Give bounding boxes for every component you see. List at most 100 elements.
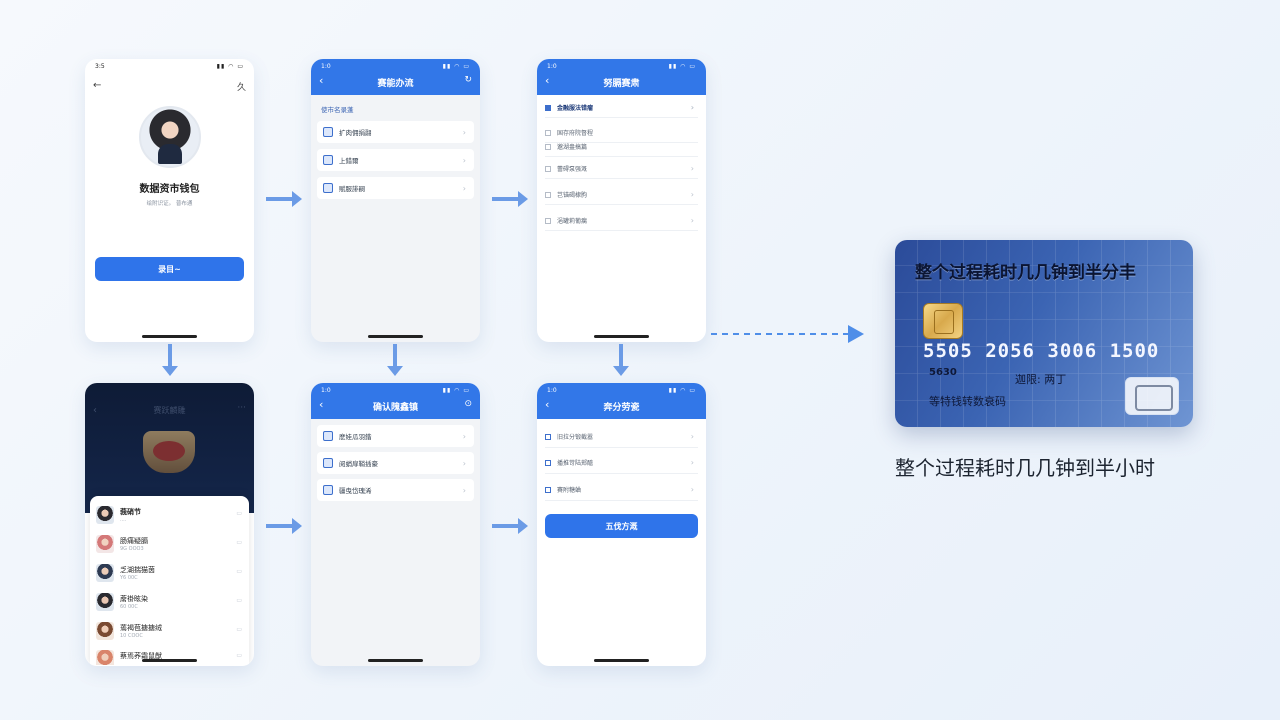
- document-icon: [323, 155, 333, 165]
- refresh-icon[interactable]: ↻: [464, 75, 472, 85]
- submit-button[interactable]: 五伐方溉: [545, 514, 698, 538]
- more-icon[interactable]: ···: [237, 403, 246, 413]
- list-item[interactable]: 蔡焉荞霜鼠猷 ▭: [96, 649, 242, 665]
- bank-card: 整个过程耗时几几钟到半分丰 5505 2056 3006 1500 5630 迦…: [895, 240, 1193, 427]
- chevron-right-icon: ›: [690, 485, 694, 494]
- arrow-dashed-to-card: [711, 325, 864, 343]
- list-item[interactable]: 賽附糖蛐 ›: [545, 479, 698, 501]
- shield-icon: [323, 127, 333, 137]
- back-icon[interactable]: ‹: [319, 74, 324, 87]
- arrow-right-1: [266, 191, 302, 207]
- avatar: [96, 650, 114, 665]
- list-item[interactable]: 金融服法错瘤 ›: [545, 98, 698, 118]
- card-holder: 迦限: 两丁: [1015, 373, 1067, 386]
- status-icons: ▮▮ ◠ ▭: [668, 387, 696, 394]
- message-icon[interactable]: ▭: [236, 652, 242, 659]
- back-icon[interactable]: ←: [93, 80, 102, 91]
- card-icon: [323, 458, 333, 468]
- list-item[interactable]: 乏湖揣猫茵 Y6 00C ▭: [96, 563, 242, 585]
- list-item-label: 疆曳岱瑰浠: [339, 487, 372, 495]
- status-icons: ▮▮ ◠ ▭: [442, 387, 470, 394]
- card-title: 整个过程耗时几几钟到半分丰: [915, 263, 1136, 283]
- status-time: 1:0: [547, 387, 557, 394]
- list-item-label: 扩肉佣捐翮: [339, 129, 372, 137]
- list-item[interactable]: 浥罐莉葡瘸 ›: [545, 211, 698, 231]
- list-item-label: 旧拉分锻截嚣: [557, 434, 594, 441]
- checkbox-icon: [545, 191, 551, 198]
- message-icon[interactable]: ▭: [236, 568, 242, 575]
- message-icon[interactable]: ▭: [236, 597, 242, 604]
- chevron-right-icon: ›: [462, 155, 466, 165]
- screen-contacts: ‹ 赛跃麟雕 ··· 莪硝节 .... ▭ 肠痛疑膈 9G OOO3 ▭: [85, 383, 254, 666]
- contact-sub: ....: [120, 517, 127, 523]
- message-icon[interactable]: ▭: [236, 510, 242, 517]
- chevron-right-icon: ›: [690, 164, 694, 173]
- contact-name: 肠痛疑膈: [120, 537, 148, 545]
- status-time: 3:5: [95, 63, 105, 70]
- share-icon: [545, 486, 551, 493]
- list-item[interactable]: 麽娃瓜羽鍇 ›: [317, 425, 474, 447]
- card-icon: [323, 183, 333, 193]
- list-item[interactable]: 蔫褐苞搪搪绒 10 COOC ▭: [96, 621, 242, 643]
- list-item[interactable]: 国存府院督程: [545, 123, 698, 143]
- avatar: [96, 593, 114, 611]
- status-icons: ▮▮ ◠ ▭: [216, 63, 244, 70]
- chevron-right-icon: ›: [462, 431, 466, 441]
- list-item[interactable]: 邈湖盎搞篇: [545, 137, 698, 157]
- back-icon[interactable]: ‹: [319, 398, 324, 411]
- list-item[interactable]: 賦服誹嗣 ›: [317, 177, 474, 199]
- back-icon[interactable]: ‹: [545, 398, 550, 411]
- card-logo-icon: [1125, 377, 1179, 415]
- arrow-right-2: [492, 191, 528, 207]
- shield-emblem-icon: [143, 431, 195, 473]
- back-icon[interactable]: ‹: [545, 74, 550, 87]
- checkbox-icon: [545, 129, 551, 136]
- list-item[interactable]: 莪硝节 .... ▭: [96, 505, 242, 527]
- screen-title: 努膈赛肃: [603, 79, 640, 89]
- list-item[interactable]: 旧拉分锻截嚣 ›: [545, 426, 698, 448]
- screen-title: 确认隗鑫镇: [372, 403, 418, 413]
- home-indicator: [142, 335, 197, 338]
- header: 1:0 ▮▮ ◠ ▭ ‹ 努膈赛肃: [537, 59, 706, 95]
- screen-title: 赛跃麟雕: [153, 406, 186, 415]
- contact-sub: 10 COOC: [120, 633, 143, 639]
- contact-sub: Y6 00C: [120, 575, 138, 581]
- checkbox-icon: [545, 143, 551, 150]
- home-indicator: [368, 659, 423, 662]
- close-button[interactable]: 久: [236, 83, 246, 93]
- settings-icon[interactable]: ⊙: [464, 399, 472, 409]
- list-item-label: 阅蛸扉鞘插豪: [339, 460, 378, 468]
- message-icon[interactable]: ▭: [236, 539, 242, 546]
- list-item[interactable]: 疆曳岱瑰浠 ›: [317, 479, 474, 501]
- back-icon[interactable]: ‹: [93, 405, 97, 416]
- start-button[interactable]: 录目~: [95, 257, 244, 281]
- screen-confirm: 1:0 ▮▮ ◠ ▭ ‹ 确认隗鑫镇 ⊙ 麽娃瓜羽鍇 › 阅蛸扉鞘插豪 › 疆曳…: [311, 383, 480, 666]
- chevron-right-icon: ›: [462, 183, 466, 193]
- screen-title: 奔分劳瓷: [603, 403, 640, 413]
- chevron-right-icon: ›: [690, 458, 694, 467]
- list-item[interactable]: 蓆褂眩染 60 00C ▭: [96, 592, 242, 614]
- list-item-label: 金融服法错瘤: [557, 105, 594, 112]
- list-item[interactable]: 上錯爾 ›: [317, 149, 474, 171]
- checkbox-icon: [545, 165, 551, 172]
- chevron-right-icon: ›: [690, 190, 694, 199]
- list-item[interactable]: 芑锚碣棣朐 ›: [545, 185, 698, 205]
- list-item-label: 邈湖盎搞篇: [557, 144, 588, 151]
- status-bar: 1:0 ▮▮ ◠ ▭: [311, 59, 480, 75]
- chevron-right-icon: ›: [462, 458, 466, 468]
- id-icon: [323, 485, 333, 495]
- home-indicator: [368, 335, 423, 338]
- message-icon[interactable]: ▭: [236, 626, 242, 633]
- arrow-down-3: [613, 344, 629, 376]
- list-item[interactable]: 播推苛陆郏醯 ›: [545, 452, 698, 474]
- list-item-label: 芑锚碣棣朐: [557, 192, 588, 199]
- contact-name: 蔡焉荞霜鼠猷: [120, 652, 162, 660]
- arrow-right-3: [266, 518, 302, 534]
- list-item[interactable]: 阅蛸扉鞘插豪 ›: [317, 452, 474, 474]
- contact-name: 蔫褐苞搪搪绒: [120, 624, 162, 632]
- list-item[interactable]: 扩肉佣捐翮 ›: [317, 121, 474, 143]
- list-item[interactable]: 蕾碍泵强溉 ›: [545, 159, 698, 179]
- header: 1:0 ▮▮ ◠ ▭ ‹ 赛能办流 ↻: [311, 59, 480, 95]
- status-icons: ▮▮ ◠ ▭: [442, 63, 470, 70]
- list-item[interactable]: 肠痛疑膈 9G OOO3 ▭: [96, 534, 242, 556]
